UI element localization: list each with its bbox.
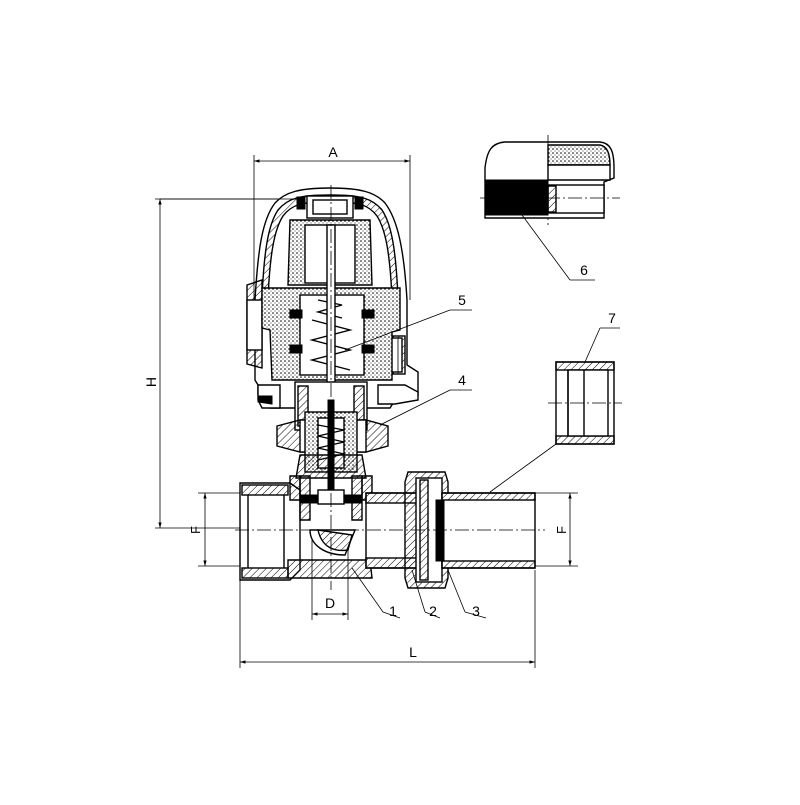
callout-7: 7 — [608, 310, 616, 326]
dimension-f-left-label: F — [188, 526, 203, 534]
callout-5: 5 — [458, 292, 466, 308]
dimension-a-label: A — [328, 144, 338, 160]
dimension-d-label: D — [325, 595, 335, 611]
dimension-f-right: F — [535, 492, 578, 567]
callout-3: 3 — [472, 603, 480, 619]
valve-body — [239, 475, 429, 581]
thermostatic-head — [246, 187, 419, 409]
dimension-l-label: L — [409, 644, 417, 660]
dimension-a: A — [253, 144, 411, 300]
tailpiece — [435, 492, 536, 569]
callout-1: 1 — [389, 603, 397, 619]
detail-cap — [480, 135, 620, 225]
detail-sleeve — [548, 361, 622, 445]
callout-4: 4 — [458, 372, 466, 388]
dimension-h-label: H — [143, 377, 159, 387]
dimension-l: L — [239, 570, 536, 668]
callout-2: 2 — [429, 603, 437, 619]
dimension-f-right-label: F — [554, 526, 569, 534]
callout-6: 6 — [580, 262, 588, 278]
callouts: 1 2 3 4 5 6 7 — [160, 198, 620, 619]
dimension-d: D — [311, 540, 349, 620]
